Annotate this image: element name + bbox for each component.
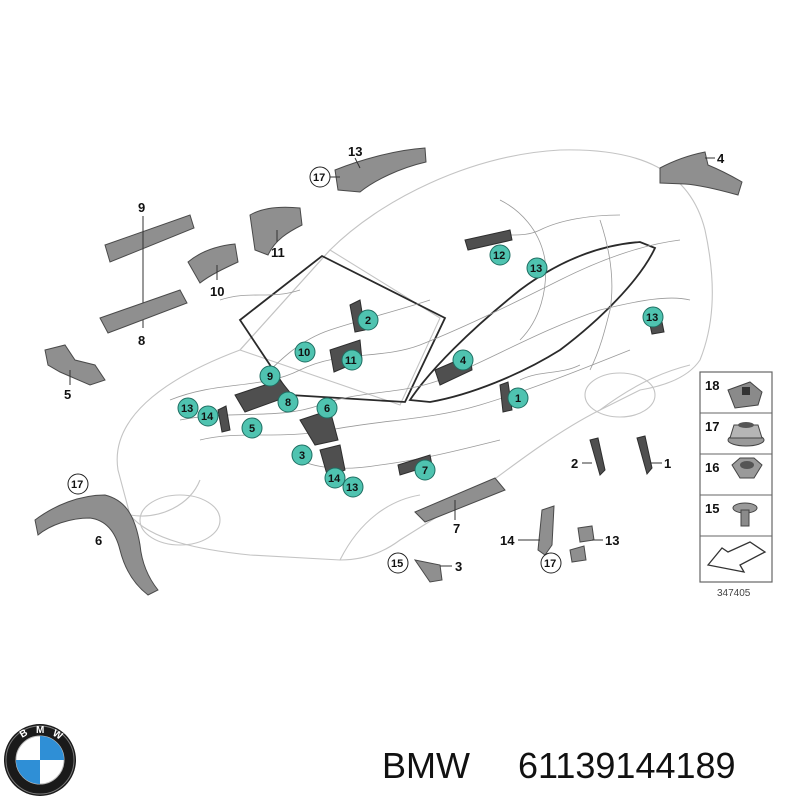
callout-4: 4 xyxy=(452,349,474,371)
legend-number-16: 16 xyxy=(705,460,719,475)
callout-14a: 14 xyxy=(197,405,219,427)
label-9: 9 xyxy=(138,200,145,215)
legend-number-18: 18 xyxy=(705,378,719,393)
part-6 xyxy=(34,494,159,596)
label-11: 11 xyxy=(271,245,285,260)
callout-10: 10 xyxy=(294,341,316,363)
label-17-bottom: 17 xyxy=(544,558,556,570)
callout-2: 2 xyxy=(357,309,379,331)
svg-text:10: 10 xyxy=(298,347,310,359)
label-15: 15 xyxy=(391,558,403,570)
callout-9: 9 xyxy=(259,365,281,387)
callout-5: 5 xyxy=(241,417,263,439)
fastener-legend: 18 17 16 15 347405 xyxy=(699,371,773,599)
part-9 xyxy=(104,214,195,263)
mounted-parts xyxy=(217,229,665,479)
svg-text:4: 4 xyxy=(460,355,467,367)
part-4 xyxy=(659,151,743,196)
callout-8: 8 xyxy=(277,391,299,413)
svg-text:13: 13 xyxy=(346,482,358,494)
callout-7: 7 xyxy=(414,459,436,481)
part-11 xyxy=(249,206,303,256)
screw-icon xyxy=(732,502,758,527)
callout-6: 6 xyxy=(316,397,338,419)
label-13-bottom: 13 xyxy=(605,533,619,548)
part-13-top xyxy=(334,147,427,193)
brand-name: BMW xyxy=(382,745,470,786)
arrow-icon xyxy=(706,541,767,573)
part-14-bottom xyxy=(537,505,555,556)
clip-icon xyxy=(727,381,763,409)
svg-text:B: B xyxy=(18,727,30,740)
svg-text:14: 14 xyxy=(328,473,341,485)
part-1-right xyxy=(636,435,653,476)
label-3: 3 xyxy=(455,559,462,574)
svg-text:5: 5 xyxy=(249,423,255,435)
bmw-logo: B M W xyxy=(4,724,76,796)
callout-14b: 14 xyxy=(324,467,346,489)
callout-17-left-circle xyxy=(67,473,89,495)
part-10 xyxy=(187,243,239,284)
callout-13c: 13 xyxy=(177,397,199,419)
label-10: 10 xyxy=(210,284,224,299)
callout-15-circle xyxy=(387,552,409,574)
legend-number-15: 15 xyxy=(705,501,719,516)
legend-number-17: 17 xyxy=(705,419,719,434)
svg-text:1: 1 xyxy=(515,393,521,405)
label-17-top: 17 xyxy=(313,172,325,184)
svg-text:9: 9 xyxy=(267,371,273,383)
part-8 xyxy=(99,289,188,334)
callout-1: 1 xyxy=(507,387,529,409)
label-8: 8 xyxy=(138,333,145,348)
label-4: 4 xyxy=(717,151,725,166)
svg-text:13: 13 xyxy=(530,263,542,275)
part-2-right xyxy=(589,437,606,476)
hex-nut-icon xyxy=(731,457,763,479)
svg-text:7: 7 xyxy=(422,465,428,477)
svg-text:13: 13 xyxy=(646,312,658,324)
label-6: 6 xyxy=(95,533,102,548)
part-13-bottom xyxy=(577,525,595,543)
label-1-right: 1 xyxy=(664,456,671,471)
callout-11: 11 xyxy=(341,349,363,371)
callout-17-bottom-circle xyxy=(540,552,562,574)
label-14: 14 xyxy=(500,533,515,548)
part-3-bottom xyxy=(413,559,443,583)
callout-3: 3 xyxy=(291,444,313,466)
svg-text:2: 2 xyxy=(365,315,371,327)
callout-13a: 13 xyxy=(526,257,548,279)
part-7 xyxy=(414,477,506,523)
svg-text:11: 11 xyxy=(345,355,357,367)
label-13-top: 13 xyxy=(348,144,362,159)
svg-text:14: 14 xyxy=(201,411,214,423)
car-body-outline xyxy=(116,149,713,561)
label-2-right: 2 xyxy=(571,456,578,471)
part-number: 61139144189 xyxy=(518,745,736,786)
svg-text:12: 12 xyxy=(493,250,505,262)
svg-text:6: 6 xyxy=(324,403,330,415)
svg-text:3: 3 xyxy=(299,450,305,462)
part-5 xyxy=(44,344,106,386)
callout-13b: 13 xyxy=(642,306,664,328)
svg-text:8: 8 xyxy=(285,397,291,409)
svg-text:13: 13 xyxy=(181,403,193,415)
svg-text:M: M xyxy=(36,725,44,736)
callout-13d: 13 xyxy=(342,476,364,498)
label-17-left: 17 xyxy=(71,479,83,491)
label-5: 5 xyxy=(64,387,71,402)
callout-12: 12 xyxy=(489,244,511,266)
legend-caption: 347405 xyxy=(717,588,751,599)
label-7: 7 xyxy=(453,521,460,536)
hex-nut-flange-icon xyxy=(727,422,765,447)
